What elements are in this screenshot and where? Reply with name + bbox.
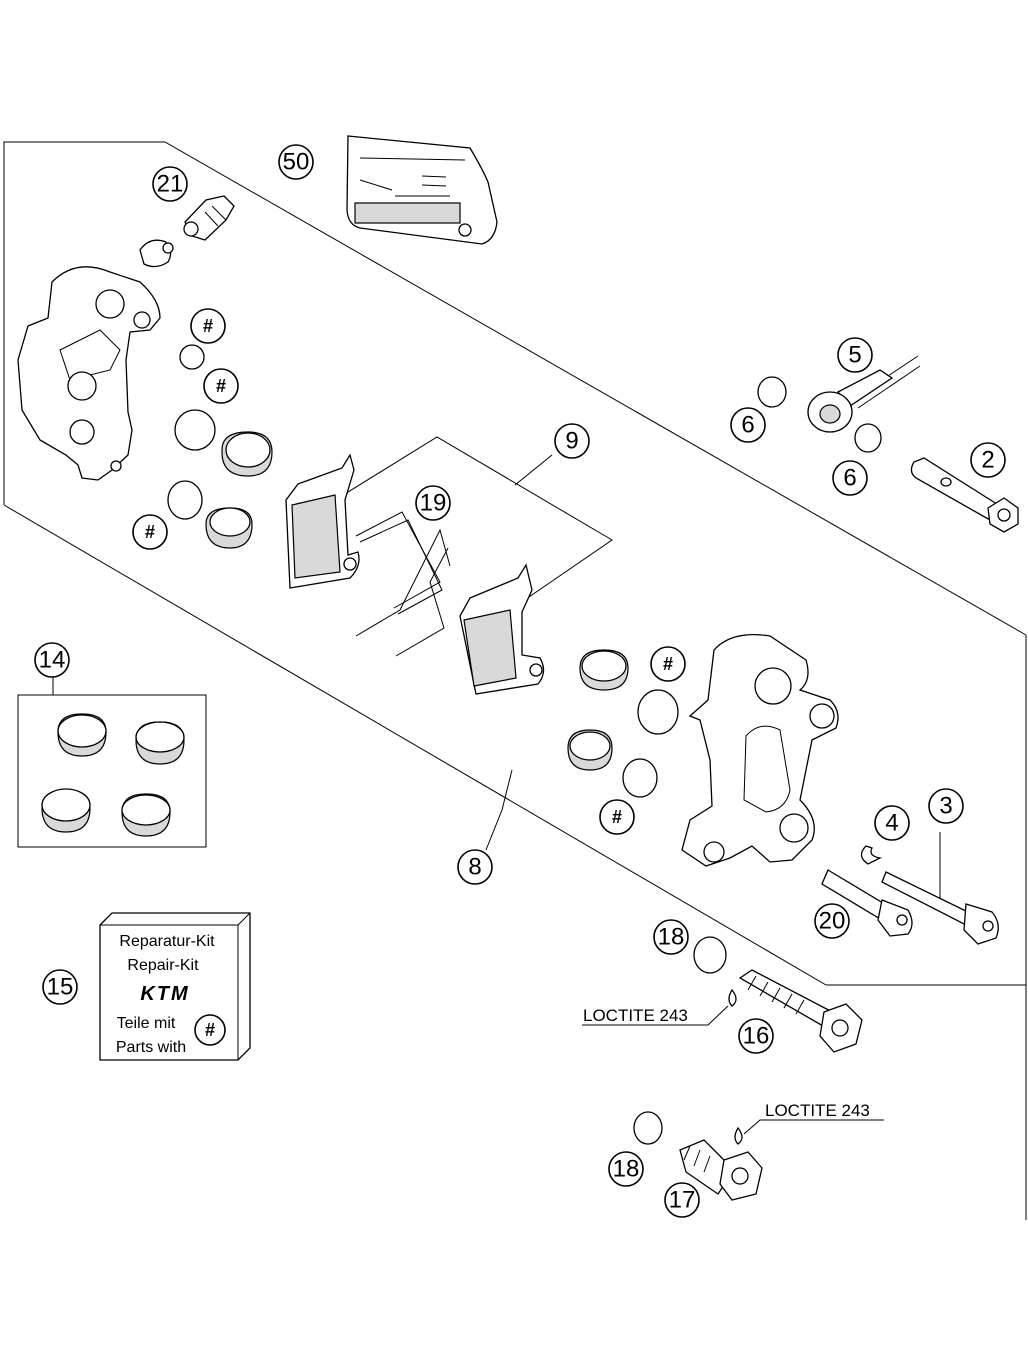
callout-3: 3 xyxy=(928,788,964,824)
repair-kit-hash: # xyxy=(205,1020,215,1040)
callout-20: 20 xyxy=(814,903,850,939)
svg-text:#: # xyxy=(145,522,155,542)
callout-6a: 6 xyxy=(730,407,766,443)
svg-text:#: # xyxy=(663,654,673,674)
repair-kit-box: Reparatur-Kit Repair-Kit KTM Teile mit P… xyxy=(99,912,251,1061)
repair-kit-hash-circle xyxy=(194,1014,226,1046)
caliper-left-half xyxy=(17,266,161,481)
callout-4: 4 xyxy=(874,805,910,841)
svg-text:2: 2 xyxy=(981,447,994,474)
pad-pin xyxy=(881,832,999,945)
washer-lower xyxy=(633,1111,663,1145)
brake-pad-2 xyxy=(459,563,545,695)
pad-spring xyxy=(355,511,451,657)
brake-line-fitting xyxy=(757,355,921,453)
callout-16: 16 xyxy=(738,1018,774,1054)
svg-text:6: 6 xyxy=(741,412,754,439)
callout-8: 8 xyxy=(457,849,493,885)
callout-5: 5 xyxy=(837,337,873,373)
svg-text:50: 50 xyxy=(283,149,310,176)
callout-18b: 18 xyxy=(608,1151,644,1187)
hash-marker-3: # xyxy=(132,514,168,550)
svg-text:3: 3 xyxy=(939,793,952,820)
svg-text:21: 21 xyxy=(157,171,184,198)
loctite-label-2: LOCTITE 243 xyxy=(765,1101,870,1120)
callout-18a: 18 xyxy=(653,919,689,955)
svg-text:5: 5 xyxy=(848,342,861,369)
circlip xyxy=(860,845,883,865)
repair-kit-line2: Repair-Kit xyxy=(127,957,199,974)
callout-15: 15 xyxy=(42,969,78,1005)
mounting-bolt-short xyxy=(679,1139,763,1201)
loctite-drop-2 xyxy=(734,1119,884,1145)
hash-marker-1: # xyxy=(190,308,226,344)
svg-text:14: 14 xyxy=(39,647,66,674)
svg-text:18: 18 xyxy=(613,1156,640,1183)
svg-text:16: 16 xyxy=(743,1023,770,1050)
svg-text:4: 4 xyxy=(885,810,898,837)
pad-group-outline xyxy=(305,436,613,611)
instruction-leaflet xyxy=(346,135,498,245)
ktm-logo: KTM xyxy=(140,983,189,1005)
svg-text:#: # xyxy=(203,316,213,336)
svg-text:#: # xyxy=(216,376,226,396)
callout-19: 19 xyxy=(415,485,451,521)
callout-2: 2 xyxy=(970,442,1006,478)
svg-text:15: 15 xyxy=(47,974,74,1001)
right-seals-pistons xyxy=(567,649,679,798)
svg-text:#: # xyxy=(612,807,622,827)
mounting-bolt-long xyxy=(738,969,863,1053)
callout-50: 50 xyxy=(278,144,314,180)
svg-text:17: 17 xyxy=(669,1187,696,1214)
hash-marker-2: # xyxy=(203,368,239,404)
left-seals-pistons xyxy=(167,344,273,549)
loctite-drop-1 xyxy=(582,988,737,1026)
banjo-bolt xyxy=(910,457,1019,533)
svg-text:18: 18 xyxy=(658,924,685,951)
hash-marker-4: # xyxy=(650,646,686,682)
callout-21: 21 xyxy=(152,166,188,202)
bleed-screw xyxy=(183,195,235,241)
guide-screw xyxy=(821,869,913,937)
callout-17: 17 xyxy=(664,1182,700,1218)
repair-kit-line1: Reparatur-Kit xyxy=(119,933,215,950)
callout-8-leader xyxy=(485,769,513,851)
brake-pad-1 xyxy=(285,453,360,589)
callout-9: 9 xyxy=(554,423,590,459)
callout-14: 14 xyxy=(34,642,70,678)
svg-text:8: 8 xyxy=(468,854,481,881)
washer-upper xyxy=(693,936,727,974)
hash-marker-5: # xyxy=(599,799,635,835)
svg-text:20: 20 xyxy=(819,908,846,935)
assembly-outline xyxy=(3,141,1027,1220)
loctite-label-1: LOCTITE 243 xyxy=(583,1006,688,1025)
svg-text:6: 6 xyxy=(843,465,856,492)
callout-6b: 6 xyxy=(832,460,868,496)
svg-text:9: 9 xyxy=(565,428,578,455)
caliper-right-half xyxy=(681,633,839,867)
repair-kit-line4: Parts with xyxy=(116,1039,186,1056)
piston-kit xyxy=(17,676,207,848)
repair-kit-line3: Teile mit xyxy=(117,1015,176,1032)
bleed-cap xyxy=(139,239,174,268)
svg-text:19: 19 xyxy=(420,490,447,517)
